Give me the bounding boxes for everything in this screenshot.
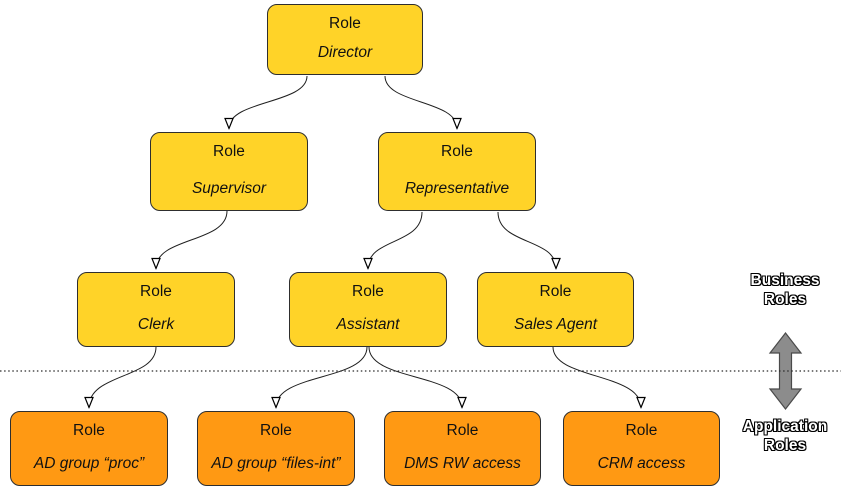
application-roles-line2: Roles: [763, 437, 807, 454]
node-name: Supervisor: [191, 180, 267, 197]
business-roles-label: Business Roles: [733, 271, 837, 309]
role-node-ad-group-proc: Role AD group “proc”: [10, 411, 168, 486]
node-type-label: Role: [539, 283, 572, 300]
node-type-label: Role: [260, 422, 292, 439]
application-roles-line1: Application: [742, 418, 828, 435]
connector-representative-salesagent: [497, 211, 556, 268]
node-name: Clerk: [137, 316, 175, 333]
role-node-supervisor: Role Supervisor: [150, 132, 308, 211]
node-type-label: Role: [446, 422, 479, 439]
node-name: CRM access: [597, 455, 686, 472]
node-type-label: Role: [625, 422, 658, 439]
role-node-representative: Role Representative: [378, 132, 536, 211]
role-node-crm-access: Role CRM access: [563, 411, 720, 486]
node-type-label: Role: [441, 143, 473, 160]
node-name: AD group “files-int”: [211, 455, 341, 472]
connector-salesagent-crm: [552, 346, 641, 407]
connector-director-supervisor: [229, 75, 308, 128]
role-node-director: Role Director: [267, 4, 423, 75]
business-roles-line2: Roles: [763, 291, 807, 308]
connector-representative-assistant: [368, 211, 423, 268]
node-type-label: Role: [352, 283, 384, 300]
connector-assistant-dms: [368, 346, 462, 407]
role-node-clerk: Role Clerk: [77, 272, 235, 347]
connector-director-representative: [384, 75, 457, 128]
node-name: Director: [317, 44, 373, 61]
business-roles-line1: Business: [750, 272, 820, 289]
role-node-ad-group-files-int: Role AD group “files-int”: [197, 411, 355, 486]
node-type-label: Role: [329, 15, 361, 32]
node-type-label: Role: [73, 422, 105, 439]
node-type-label: Role: [140, 283, 172, 300]
role-node-assistant: Role Assistant: [289, 272, 447, 347]
node-name: AD group “proc”: [33, 455, 145, 472]
role-node-sales-agent: Role Sales Agent: [477, 272, 634, 347]
connector-clerk-adproc: [89, 346, 157, 407]
double-arrow-icon: [768, 332, 803, 410]
node-name: Representative: [404, 180, 510, 197]
connector-assistant-adfilesint: [276, 346, 368, 407]
role-node-dms-rw-access: Role DMS RW access: [384, 411, 541, 486]
node-name: Sales Agent: [513, 316, 597, 333]
node-type-label: Role: [213, 143, 245, 160]
connector-supervisor-clerk: [156, 210, 228, 268]
node-name: Assistant: [336, 316, 400, 333]
application-roles-label: Application Roles: [733, 417, 837, 455]
node-name: DMS RW access: [404, 455, 521, 472]
